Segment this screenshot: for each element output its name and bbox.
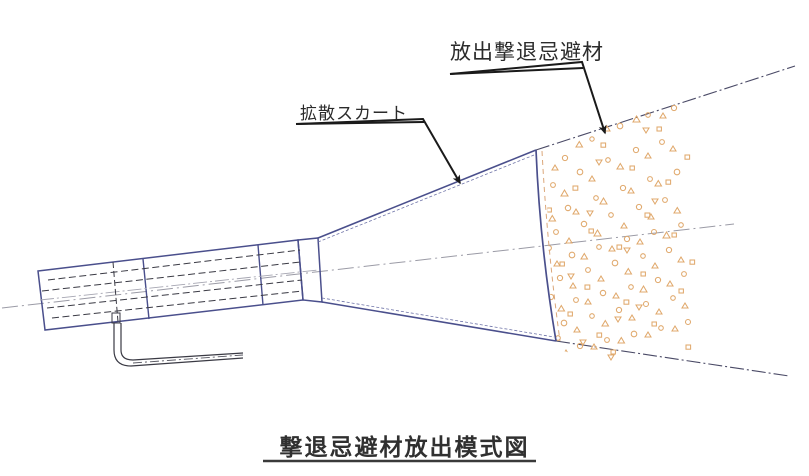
barrel-port-fitting [111, 312, 121, 324]
skirt-lower-shadow [321, 297, 555, 338]
label-release-material: 放出撃退忌避材 [450, 40, 604, 64]
skirt-mouth-edge [535, 149, 557, 342]
barrel-assembly [37, 237, 323, 331]
figure-title: 撃退忌避材放出模式図 [279, 435, 530, 461]
skirt-mouth-inner-line [541, 150, 561, 342]
barrel-outer-body [37, 239, 304, 331]
barrel-neck [297, 237, 323, 303]
skirt-upper-shadow [317, 154, 535, 243]
label-underlines [295, 67, 584, 125]
scatter-squares [546, 126, 696, 355]
barrel-internal-lines [41, 249, 304, 319]
supply-hose [113, 323, 244, 367]
leader-diffusion-skirt [295, 117, 461, 185]
underline-release-material [449, 67, 584, 75]
leader-release-material [449, 60, 607, 135]
diffusion-skirt [317, 149, 561, 342]
spray-cone-boundaries [535, 65, 796, 377]
leader-lines [295, 60, 607, 185]
scatter-particles [546, 104, 696, 362]
scatter-triangles [548, 111, 689, 362]
skirt-upper-edge [317, 149, 537, 239]
barrel-port-line [112, 261, 119, 323]
label-diffusion-skirt: 拡散スカート [300, 104, 408, 124]
barrel-axis-line [39, 269, 319, 301]
underline-diffusion-skirt [295, 121, 425, 125]
skirt-lower-edge [321, 301, 557, 342]
center-axis-line [1, 223, 735, 309]
